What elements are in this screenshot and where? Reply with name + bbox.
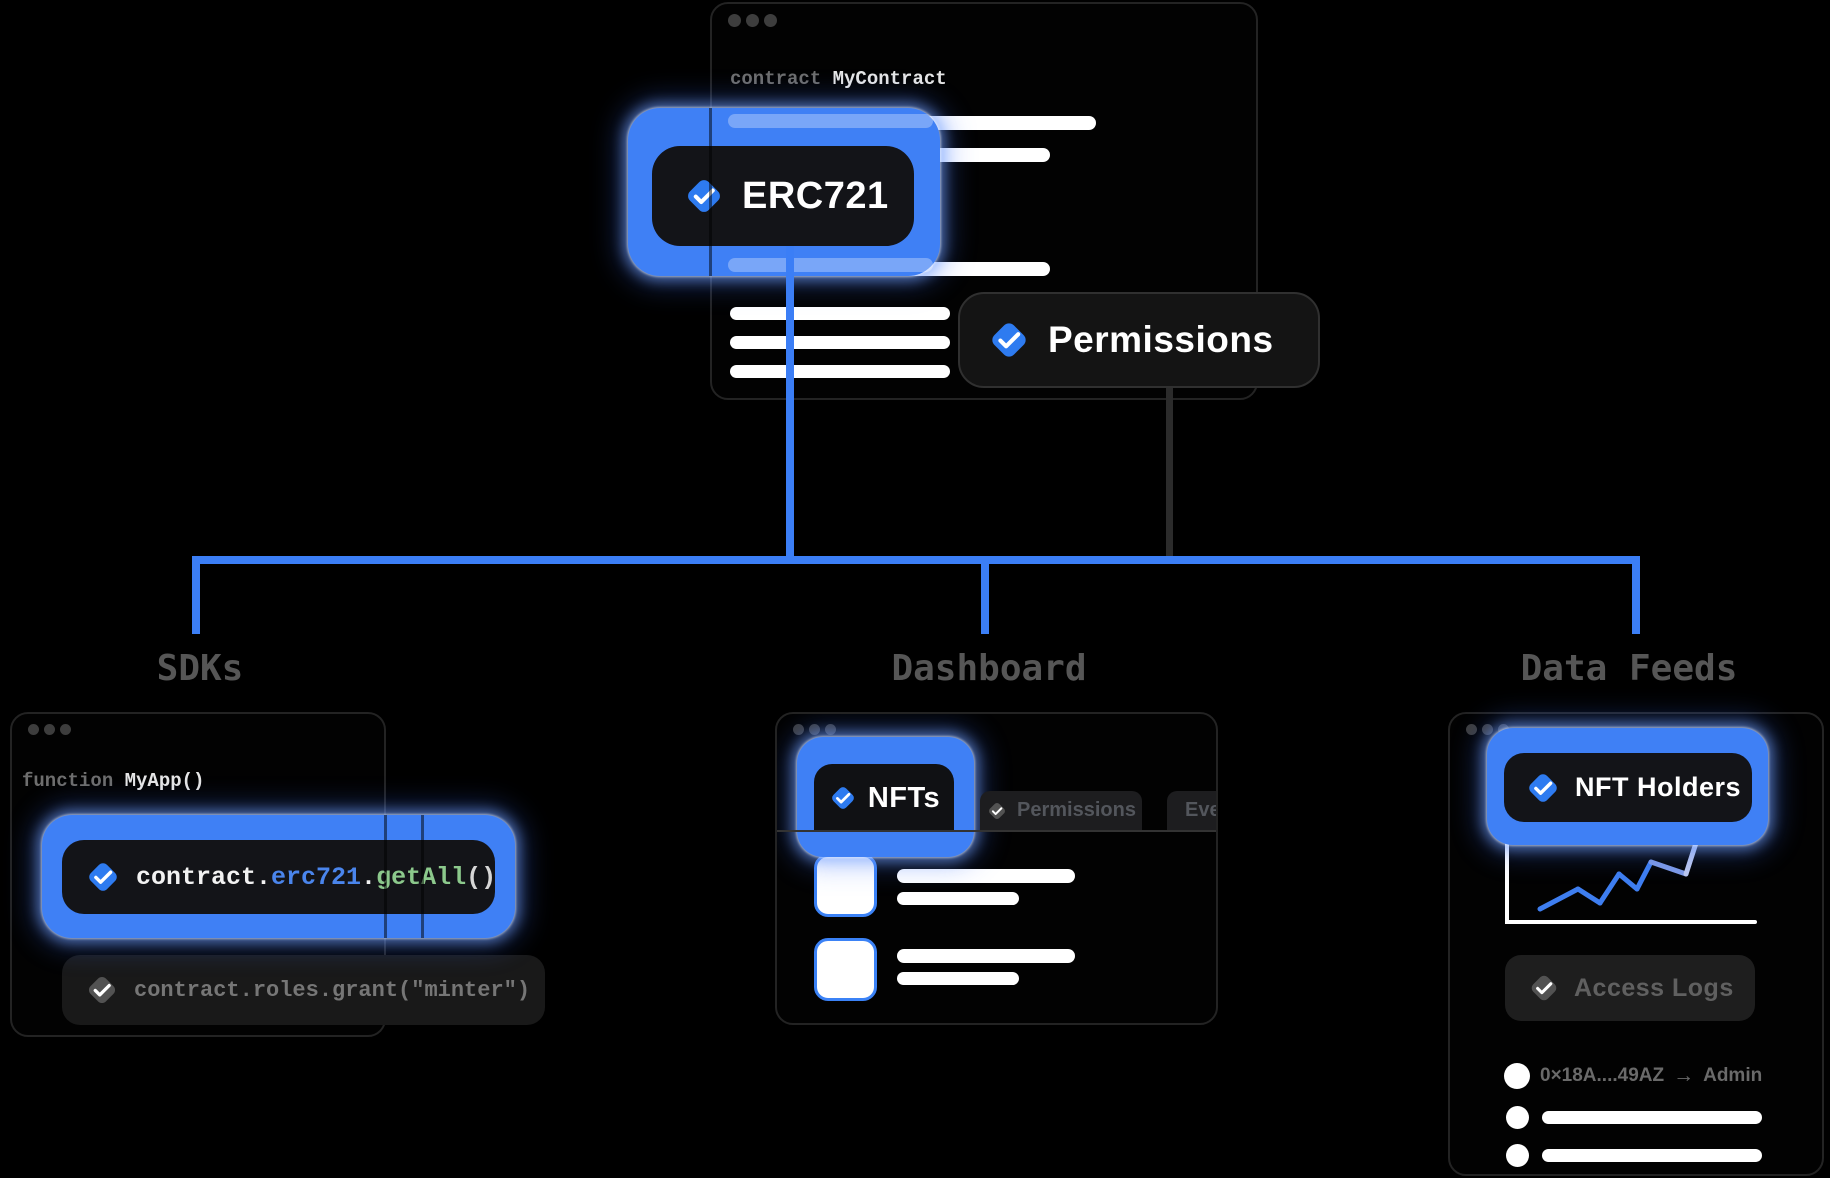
nfts-tab[interactable]: NFTs bbox=[797, 737, 974, 857]
skeleton-line bbox=[728, 114, 933, 128]
erc721-label: ERC721 bbox=[742, 174, 889, 217]
window-dot-icon bbox=[746, 14, 759, 27]
connector-drop-dashboard bbox=[981, 556, 989, 634]
window-dot-icon bbox=[764, 14, 777, 27]
log-row-dot bbox=[1504, 1063, 1530, 1089]
events-tab[interactable]: Eve bbox=[1167, 791, 1218, 830]
sdk-code-snippet: contract.erc721.getAll() bbox=[136, 862, 497, 892]
arrow-right-icon: → bbox=[1673, 1064, 1695, 1087]
nfts-tab-label: NFTs bbox=[867, 781, 941, 814]
window-border-overlay bbox=[384, 815, 387, 938]
skeleton-line bbox=[897, 972, 1019, 985]
code-keyword: contract bbox=[730, 68, 822, 90]
verified-check-icon bbox=[986, 317, 1032, 363]
branch-label-sdks: SDKs bbox=[156, 648, 244, 689]
events-tab-label: Eve bbox=[1185, 799, 1218, 821]
sdk-secondary-badge[interactable]: contract.roles.grant("minter") bbox=[62, 955, 545, 1025]
window-dot-icon bbox=[60, 724, 71, 735]
sdk-highlight-badge[interactable]: contract.erc721.getAll() bbox=[42, 815, 515, 938]
chart-axes bbox=[1505, 838, 1757, 924]
traffic-lights-icon bbox=[793, 724, 836, 735]
window-dot-icon bbox=[728, 14, 741, 27]
verified-check-icon bbox=[84, 858, 122, 896]
function-code-line: function MyApp() bbox=[22, 770, 204, 792]
skeleton-line bbox=[730, 365, 950, 378]
skeleton-line bbox=[730, 307, 950, 320]
code-keyword: function bbox=[22, 770, 114, 792]
skeleton-line bbox=[897, 949, 1075, 963]
traffic-lights-icon bbox=[28, 724, 71, 735]
connector-drop-sdks bbox=[192, 556, 200, 634]
permissions-tab[interactable]: Permissions bbox=[980, 791, 1142, 830]
nft-thumbnail bbox=[814, 854, 877, 917]
window-dot-icon bbox=[44, 724, 55, 735]
window-border-overlay bbox=[709, 108, 712, 276]
window-dot-icon bbox=[28, 724, 39, 735]
log-row-dot bbox=[1506, 1144, 1529, 1167]
connector-horizontal bbox=[192, 556, 1640, 564]
dashboard-window: NFTs Permissions Eve bbox=[775, 712, 1218, 1025]
verified-check-icon bbox=[828, 783, 858, 813]
log-address: 0×18A....49AZ bbox=[1540, 1065, 1665, 1086]
verified-check-icon bbox=[1524, 769, 1562, 807]
window-dot-icon bbox=[809, 724, 820, 735]
check-diamond-icon bbox=[986, 800, 1008, 822]
window-dot-icon bbox=[1482, 724, 1493, 735]
nft-holders-badge[interactable]: NFT Holders bbox=[1487, 728, 1768, 845]
erc721-badge[interactable]: ERC721 bbox=[628, 108, 940, 276]
traffic-lights-icon bbox=[728, 14, 777, 27]
tabs-divider bbox=[777, 830, 1216, 832]
connector-permissions bbox=[1166, 386, 1173, 558]
access-logs-label: Access Logs bbox=[1574, 973, 1734, 1002]
skeleton-line bbox=[1542, 1149, 1762, 1162]
code-name: MyApp() bbox=[124, 770, 205, 792]
verified-check-icon bbox=[682, 174, 726, 218]
check-diamond-icon bbox=[1527, 971, 1561, 1005]
log-row-text: 0×18A....49AZ → Admin bbox=[1540, 1063, 1762, 1089]
skeleton-line bbox=[897, 892, 1019, 905]
contract-code-line: contract MyContract bbox=[730, 68, 947, 90]
window-dot-icon bbox=[793, 724, 804, 735]
window-dot-icon bbox=[1466, 724, 1477, 735]
window-border-overlay bbox=[421, 815, 424, 938]
skeleton-line bbox=[897, 869, 1075, 883]
skeleton-line bbox=[730, 336, 950, 349]
branch-label-dashboard: Dashboard bbox=[891, 648, 1087, 689]
branch-label-data-feeds: Data Feeds bbox=[1520, 648, 1738, 689]
skeleton-line bbox=[728, 258, 933, 272]
holders-line-chart bbox=[1505, 838, 1757, 924]
permissions-label: Permissions bbox=[1048, 319, 1274, 360]
check-diamond-icon bbox=[84, 972, 120, 1008]
roles-code-snippet: contract.roles.grant("minter") bbox=[134, 977, 531, 1003]
access-logs-badge[interactable]: Access Logs bbox=[1505, 955, 1755, 1021]
nft-thumbnail bbox=[814, 938, 877, 1001]
log-row-dot bbox=[1506, 1106, 1529, 1129]
nft-holders-label: NFT Holders bbox=[1575, 772, 1742, 802]
permissions-badge[interactable]: Permissions bbox=[958, 292, 1320, 388]
window-dot-icon bbox=[825, 724, 836, 735]
skeleton-line bbox=[1542, 1111, 1762, 1124]
connector-drop-datafeeds bbox=[1632, 556, 1640, 634]
code-name: MyContract bbox=[832, 68, 947, 90]
permissions-tab-label: Permissions bbox=[1017, 799, 1136, 821]
connector-erc721 bbox=[786, 246, 794, 564]
log-role: Admin bbox=[1703, 1065, 1763, 1086]
